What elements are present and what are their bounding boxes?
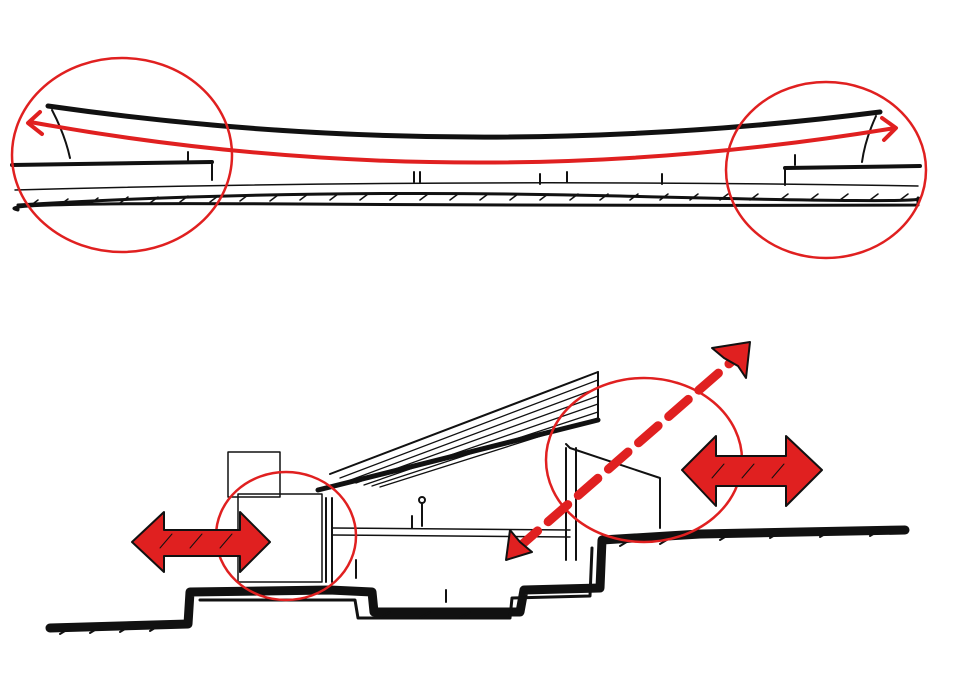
top-roof-right-edge <box>861 115 877 163</box>
top-ground <box>12 191 921 212</box>
top-ground-hatch <box>29 193 909 207</box>
two-way-arrow-icon <box>681 435 823 507</box>
dashed-arrowhead-top <box>711 341 751 379</box>
bottom-people <box>355 503 447 603</box>
top-right-terrace <box>783 164 922 170</box>
top-people <box>187 151 796 185</box>
top-red-arrowhead-left <box>26 110 44 136</box>
top-section <box>10 56 928 260</box>
two-way-arrow-hatch <box>159 533 233 549</box>
bottom-left-block-upper <box>227 451 281 498</box>
top-roof <box>45 103 883 140</box>
two-way-arrow-hatch <box>711 463 785 479</box>
bottom-person-head <box>418 496 426 504</box>
bottom-roof-top <box>329 371 599 475</box>
top-floor-line <box>14 182 919 191</box>
bottom-roof-hatch <box>339 379 599 488</box>
bottom-left-column <box>325 497 333 583</box>
bottom-section <box>45 341 910 635</box>
top-roof-left-edge <box>51 109 71 159</box>
bottom-ground-profile-inner <box>198 546 594 620</box>
dashed-arrowhead-bottom <box>505 529 533 561</box>
highlight-circle-icon <box>10 56 234 254</box>
top-red-arrowhead-right <box>880 116 898 142</box>
bottom-roof-main <box>315 417 601 493</box>
highlight-circle-icon <box>724 80 928 260</box>
top-left-terrace <box>10 160 214 167</box>
dashed-diagonal-arrow-icon <box>513 351 743 553</box>
top-red-sightline <box>28 120 897 165</box>
two-way-arrow-icon <box>131 511 271 573</box>
